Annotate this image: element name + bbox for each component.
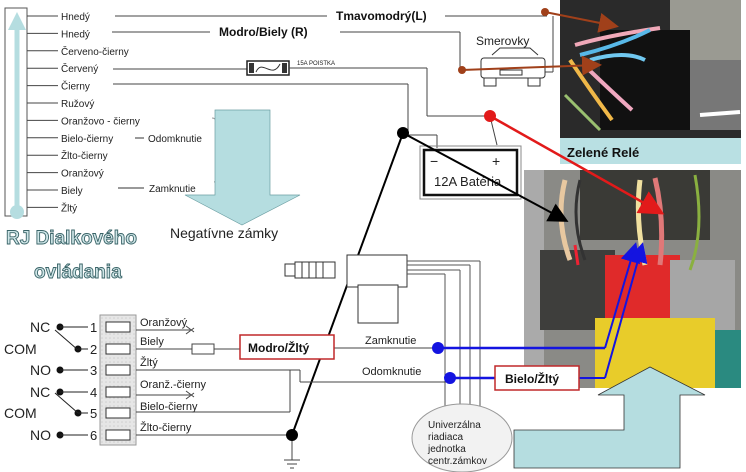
- rj-wire-label: Ružový: [61, 99, 94, 110]
- control-unit: [411, 403, 513, 472]
- rj-wire-list: HnedýHnedýČerveno-čiernyČervenýČiernyRuž…: [27, 12, 140, 214]
- control-unit-line4: centr.zámkov: [428, 456, 487, 467]
- relay-pin-slot: [105, 364, 131, 376]
- rj-wire-label: Oranžovo - čierny: [61, 116, 140, 127]
- rj-wire-label: Červeno-čierny: [61, 45, 129, 58]
- label-odomknutie: Odomknutie: [362, 366, 421, 378]
- battery-plus: +: [492, 153, 500, 169]
- label-tmavomodry: Tmavomodrý(L): [336, 9, 427, 23]
- rj-wire-label: Bielo-čierny: [61, 134, 113, 145]
- rj-connector: [4, 7, 28, 219]
- rj-wire-label: Čierny: [61, 80, 90, 93]
- resistor-icon: [191, 343, 215, 355]
- rj-wire-label: Biely: [61, 186, 83, 197]
- relay-pin-number: 2: [90, 342, 97, 357]
- battery-icon: [419, 145, 522, 200]
- relay-terminal-label: COM: [4, 341, 37, 357]
- door-lock-actuator-icon: [284, 254, 481, 420]
- caption-zelene-rele: Zelené Relé: [567, 145, 639, 160]
- relay-terminal-label: COM: [4, 405, 37, 421]
- control-unit-line1: Univerzálna: [428, 420, 481, 431]
- relay-wire-2: Biely: [140, 336, 164, 348]
- relay-wire-3: Žltý: [140, 356, 158, 369]
- battery-minus: −: [430, 153, 438, 169]
- label-fuse: 15A POISTKA: [297, 61, 335, 67]
- relay-pin-slot: [105, 386, 131, 398]
- relay-block: [99, 314, 137, 446]
- label-smerovky: Smerovky: [476, 34, 529, 48]
- rj-wire-label: Oranžový: [61, 169, 104, 180]
- ground-icon: [284, 459, 300, 469]
- relay-terminal-label: NC: [30, 319, 50, 335]
- up-arrow: [513, 366, 706, 469]
- relay-pin-number: 6: [90, 428, 97, 443]
- rj-wire-label: Hnedý: [61, 12, 90, 23]
- relay-pin-slot: [105, 429, 131, 441]
- callout-modro-zlty: [239, 334, 335, 360]
- rj-title-line2: ovládania: [34, 262, 122, 283]
- rj-wire-label: Hnedý: [61, 29, 90, 40]
- relay-pin-number: 4: [90, 385, 97, 400]
- callout-bielo-zlty: [494, 365, 580, 391]
- relay-pin-slot: [105, 407, 131, 419]
- photo-relay-connector: [560, 0, 741, 138]
- negative-locks-arrow: [184, 109, 301, 226]
- photo-connectors: [524, 170, 741, 388]
- relay-terminal-label: NO: [30, 362, 51, 378]
- relay-terminal-label: NC: [30, 384, 50, 400]
- rj-wire-label: Žlto-čierny: [61, 149, 108, 162]
- relay-wire-1: Oranžový: [140, 317, 188, 329]
- label-negative-locks: Negatívne zámky: [170, 225, 278, 241]
- callout-bielo-zlty-text: Bielo/Žltý: [505, 371, 559, 386]
- relay-pin-number: 5: [90, 406, 97, 421]
- relay-wire-6: Žlto-čierny: [140, 421, 192, 434]
- relay-pin-slot: [105, 343, 131, 355]
- label-zamknutie-rj: Zamknutie: [149, 184, 196, 195]
- label-modro-biely: Modro/Biely (R): [219, 25, 308, 39]
- rj-wire-label: Červený: [61, 62, 98, 75]
- relay-pin-slot: [105, 321, 131, 333]
- relay-terminal-label: NO: [30, 427, 51, 443]
- relay-wire-4: Oranž.-čierny: [140, 379, 207, 391]
- caption-bar: [560, 138, 741, 164]
- relay-pin-number: 1: [90, 320, 97, 335]
- rj-title-line1: RJ Dialkového: [6, 228, 137, 249]
- relay-pin-number: 3: [90, 363, 97, 378]
- relay-wire-5: Bielo-čierny: [140, 401, 198, 413]
- control-unit-line2: riadiaca: [428, 432, 463, 443]
- label-odomknutie-rj: Odomknutie: [148, 134, 202, 145]
- callout-modro-zlty-text: Modro/Žltý: [248, 340, 310, 355]
- label-zamknutie: Zamknutie: [365, 335, 416, 347]
- rj-wire-label: Žltý: [61, 201, 77, 214]
- control-unit-line3: jednotka: [427, 444, 466, 455]
